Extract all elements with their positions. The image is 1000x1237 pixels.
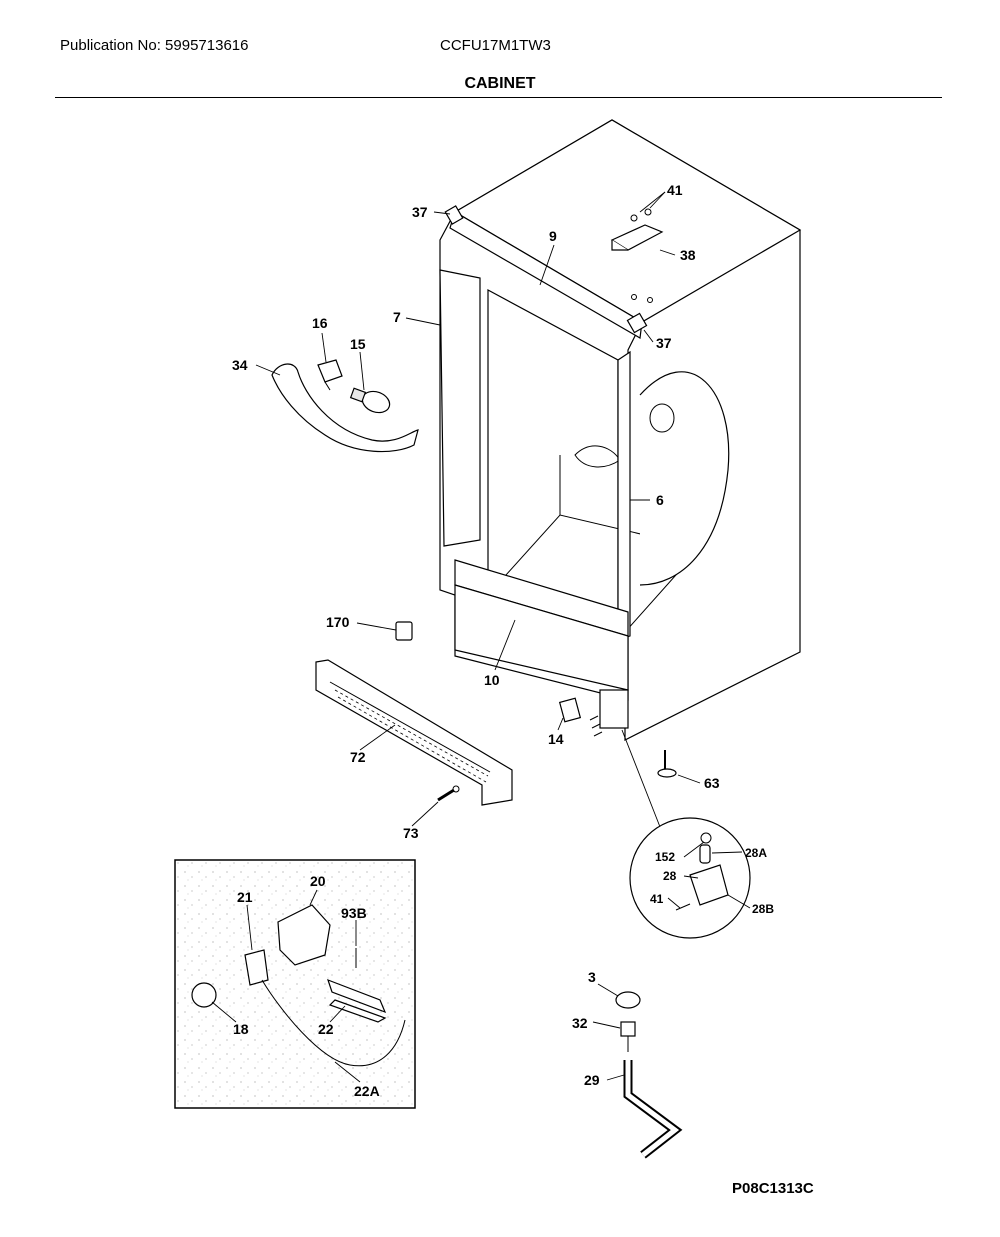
drawing-code: P08C1313C bbox=[732, 1180, 814, 1197]
callout-21: 21 bbox=[237, 889, 253, 905]
door-handle-part-34 bbox=[271, 363, 419, 453]
callout-41-detail: 41 bbox=[650, 892, 664, 906]
model-number: CCFU17M1TW3 bbox=[440, 37, 551, 54]
callout-3: 3 bbox=[588, 969, 596, 985]
callout-29: 29 bbox=[584, 1072, 600, 1088]
callout-labels: 37 9 41 38 7 16 15 34 37 6 170 10 72 14 … bbox=[232, 182, 774, 1099]
top-hinge-part-38 bbox=[610, 208, 664, 303]
callout-28b: 28B bbox=[752, 902, 774, 916]
screw-part-73 bbox=[437, 785, 460, 802]
thermostat-housing bbox=[649, 403, 675, 433]
hinge-screws bbox=[589, 715, 603, 737]
callout-28a: 28A bbox=[745, 846, 767, 860]
evaporator-bulge bbox=[639, 371, 730, 586]
callout-14: 14 bbox=[548, 731, 564, 747]
page-title: CABINET bbox=[464, 75, 536, 92]
right-breaker-strip bbox=[617, 350, 631, 641]
callout-10: 10 bbox=[484, 672, 500, 688]
toe-grille-part-72 bbox=[315, 659, 513, 806]
plug-part-170 bbox=[395, 621, 413, 641]
callout-9: 9 bbox=[549, 228, 557, 244]
control-box-part-20 bbox=[277, 904, 331, 966]
callout-93b: 93B bbox=[341, 905, 367, 921]
callout-73: 73 bbox=[403, 825, 419, 841]
callout-152: 152 bbox=[655, 850, 675, 864]
thermostat-inset-box bbox=[174, 859, 416, 1109]
callout-18: 18 bbox=[233, 1021, 249, 1037]
callout-32: 32 bbox=[572, 1015, 588, 1031]
leveling-leg-part-63 bbox=[657, 750, 677, 778]
drain-tube-part-29 bbox=[623, 1060, 683, 1159]
callout-41-top: 41 bbox=[667, 182, 683, 198]
callout-63: 63 bbox=[704, 775, 720, 791]
callout-170: 170 bbox=[326, 614, 350, 630]
thermostat-part-21 bbox=[244, 949, 269, 986]
hinge-cover-part-37-right bbox=[626, 312, 648, 334]
light-switch-part-16 bbox=[317, 359, 343, 391]
lower-hinge-part-14 bbox=[558, 697, 582, 723]
light-bulb-part-15 bbox=[349, 387, 391, 414]
callout-37-right: 37 bbox=[656, 335, 672, 351]
lower-hinge-bracket bbox=[599, 689, 629, 729]
sensor-part-22 bbox=[327, 978, 387, 1014]
capillary-tube-22a bbox=[261, 979, 406, 1067]
callout-22a: 22A bbox=[354, 1083, 380, 1099]
callout-34: 34 bbox=[232, 357, 248, 373]
leader-lines bbox=[211, 191, 751, 1083]
callout-28: 28 bbox=[663, 869, 677, 883]
callout-72: 72 bbox=[350, 749, 366, 765]
callout-7: 7 bbox=[393, 309, 401, 325]
callout-6: 6 bbox=[656, 492, 664, 508]
callout-15: 15 bbox=[350, 336, 366, 352]
breaker-strips bbox=[439, 211, 643, 641]
callout-16: 16 bbox=[312, 315, 328, 331]
publication-number: Publication No: 5995713616 bbox=[60, 37, 249, 54]
left-breaker-strip bbox=[439, 269, 481, 547]
callout-38: 38 bbox=[680, 247, 696, 263]
hinge-detail-circle bbox=[621, 729, 751, 939]
hinge-cover-part-37-left bbox=[444, 205, 464, 225]
callout-37-top: 37 bbox=[412, 204, 428, 220]
header-rule bbox=[55, 97, 942, 98]
callout-22: 22 bbox=[318, 1021, 334, 1037]
knob-part-18 bbox=[191, 982, 217, 1008]
callout-20: 20 bbox=[310, 873, 326, 889]
cap-part-3 bbox=[615, 991, 641, 1009]
bushing-part-32 bbox=[620, 1021, 636, 1052]
